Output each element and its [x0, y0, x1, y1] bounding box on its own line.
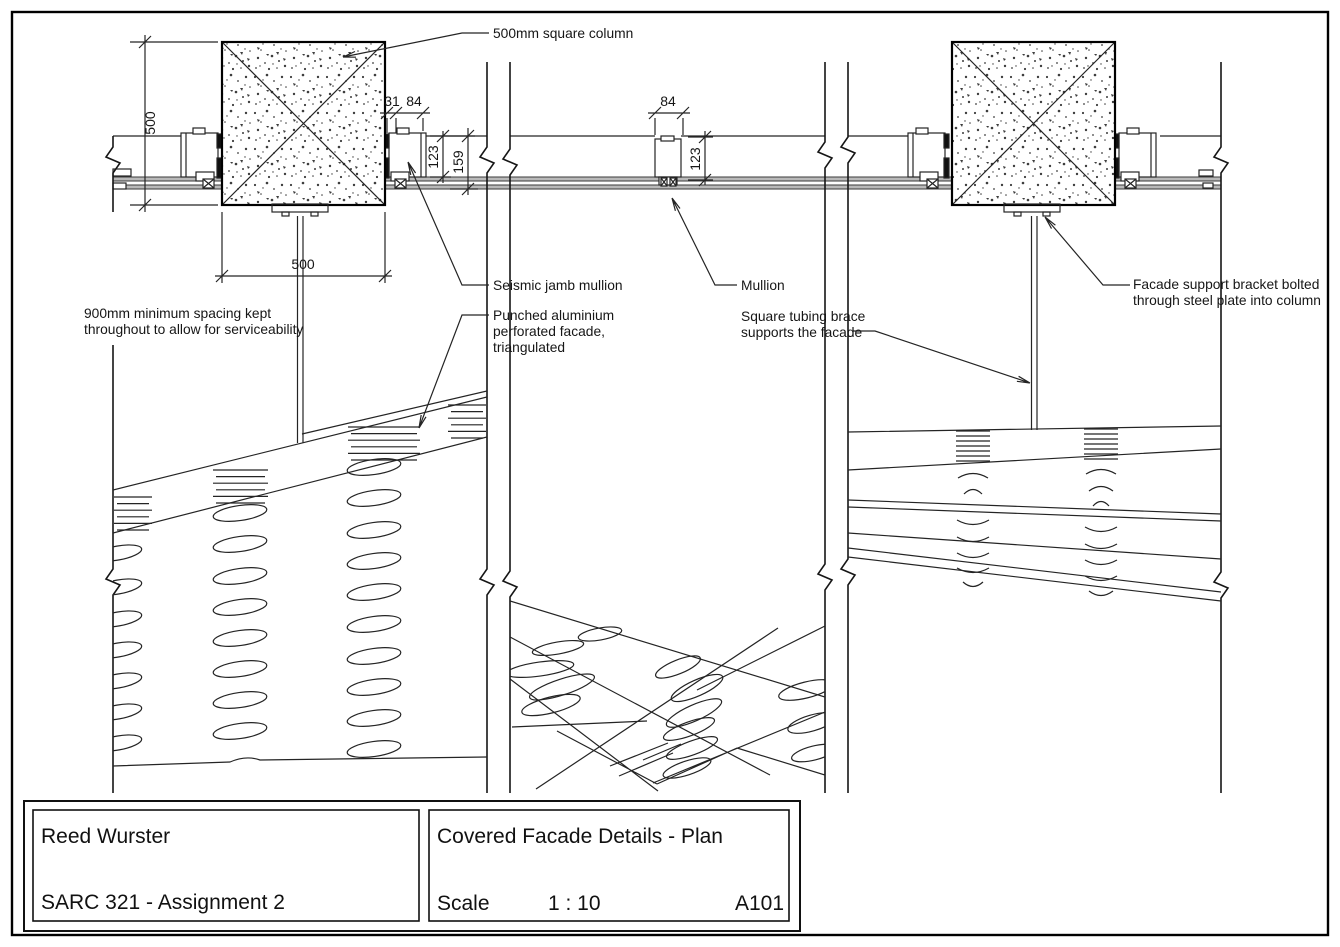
note-mullion: Mullion	[741, 278, 785, 293]
dim-column-height-500: 500	[142, 111, 158, 135]
concrete-column-left	[220, 40, 387, 217]
title-block-title-box	[428, 809, 790, 922]
break-lines	[104, 62, 1230, 793]
dim-jamb-width-84: 84	[406, 93, 422, 109]
square-tubing-brace-right	[1030, 216, 1038, 430]
note-seismic-jamb-mullion: Seismic jamb mullion	[493, 278, 623, 293]
dimensions	[130, 35, 713, 283]
title-block-scale-label: Scale	[437, 892, 490, 915]
title-block-author-box	[32, 809, 420, 922]
note-brace-line1: Square tubing brace	[741, 309, 866, 324]
note-spacing-line1: 900mm minimum spacing kept	[84, 306, 271, 321]
dim-offset-31: 31	[384, 93, 400, 109]
note-perforated-facade-line1: Punched aluminium	[493, 308, 614, 323]
note-spacing-line2: throughout to allow for serviceability	[84, 322, 303, 337]
note-bracket-line1: Facade support bracket bolted	[1133, 277, 1319, 292]
dim-mullion-depth-123: 123	[687, 147, 703, 171]
leader-lines	[342, 32, 1130, 429]
dim-jamb-total-159: 159	[450, 150, 466, 174]
dim-mullion-width-84: 84	[660, 93, 676, 109]
dim-jamb-depth-123: 123	[425, 145, 441, 169]
title-block-sheet-number: A101	[735, 892, 784, 915]
title-block: Reed Wurster SARC 321 - Assignment 2 Cov…	[23, 800, 801, 932]
dim-column-width-500: 500	[291, 256, 315, 272]
title-block-author: Reed Wurster	[41, 825, 170, 848]
perforated-facade-panel-left	[113, 390, 487, 767]
square-tubing-brace-left	[296, 216, 304, 443]
note-brace-line2: supports the facade	[741, 325, 863, 340]
concrete-column-right	[950, 40, 1117, 217]
facade-panel-right	[848, 425, 1221, 602]
note-square-column: 500mm square column	[493, 26, 633, 41]
triangulated-facade-panel-middle	[510, 600, 825, 792]
title-block-course: SARC 321 - Assignment 2	[41, 891, 285, 914]
note-bracket-line2: through steel plate into column	[1133, 293, 1321, 308]
title-block-drawing-title: Covered Facade Details - Plan	[437, 825, 723, 848]
note-perforated-facade-line2: perforated facade,	[493, 324, 605, 339]
note-perforated-facade-line3: triangulated	[493, 340, 565, 355]
curtain-wall-plan	[112, 40, 1222, 443]
mullion-assemblies	[112, 127, 1214, 190]
title-block-scale-value: 1 : 10	[548, 892, 601, 915]
